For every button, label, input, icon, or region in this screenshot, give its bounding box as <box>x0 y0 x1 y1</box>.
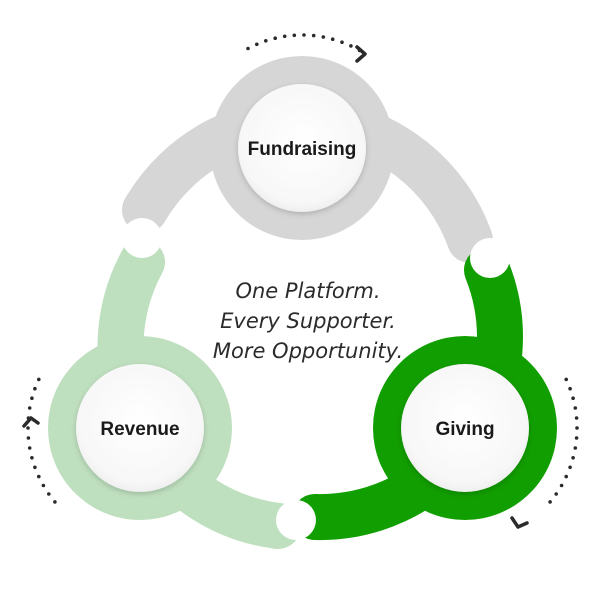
rotation-dot <box>264 39 268 43</box>
rotation-dot <box>246 46 250 51</box>
rotation-dot <box>564 377 568 382</box>
rotation-dot <box>574 436 579 440</box>
chevron-right-icon <box>355 45 367 63</box>
rotation-dot <box>33 465 37 470</box>
rotation-dots-left <box>26 377 57 504</box>
rotation-dot <box>27 446 32 450</box>
revenue-disc <box>76 364 204 492</box>
rotation-dot <box>559 483 564 488</box>
rotation-dot <box>30 396 34 401</box>
rotation-dot <box>571 396 575 401</box>
tagline-line-1: One Platform. <box>235 279 380 303</box>
rotation-dot <box>292 33 297 38</box>
rotation-dot <box>564 474 568 479</box>
rotation-dot <box>26 436 31 440</box>
revenue-label: Revenue <box>100 419 179 440</box>
rotation-dot <box>573 406 578 410</box>
tagline-line-3: More Opportunity. <box>213 339 403 363</box>
giving-label: Giving <box>435 419 494 440</box>
rotation-dot <box>30 456 34 460</box>
chevron-up-icon <box>22 416 40 428</box>
rotation-dot <box>311 33 316 38</box>
rotation-dot <box>575 426 579 430</box>
rotation-dot <box>571 456 575 460</box>
rotation-dot <box>33 386 37 391</box>
rotation-dot <box>349 44 353 48</box>
rotation-dot <box>37 474 41 479</box>
notch-bottom <box>276 500 316 540</box>
rotation-dot <box>340 40 344 44</box>
rotation-dot <box>254 42 259 47</box>
giving-disc <box>401 364 529 492</box>
rotation-dot <box>573 446 578 450</box>
tagline: One Platform. Every Supporter. More Oppo… <box>213 279 403 363</box>
rotation-dots-top <box>246 33 362 53</box>
fundraising-label: Fundraising <box>248 139 357 160</box>
rotation-dots-right <box>548 377 579 504</box>
rotation-dot <box>41 483 46 488</box>
rotation-dot <box>47 492 51 496</box>
rotation-dot <box>53 500 57 504</box>
rotation-dot <box>548 500 552 504</box>
rotation-dot <box>37 377 41 382</box>
rotation-dot <box>574 416 579 420</box>
rotation-dot <box>554 492 558 496</box>
tagline-line-2: Every Supporter. <box>220 309 396 333</box>
rotation-dot <box>302 33 306 37</box>
chevron-down-left-icon <box>510 516 529 529</box>
fundraising-disc <box>238 84 366 212</box>
notch-top-left <box>122 218 162 258</box>
rotation-dot <box>282 34 287 39</box>
rotation-dot <box>321 35 326 39</box>
rotation-dot <box>27 406 32 410</box>
notch-right <box>470 238 510 278</box>
rotation-dot <box>330 37 335 41</box>
rotation-dot <box>568 386 572 391</box>
rotation-dot <box>273 36 278 40</box>
rotation-dot <box>26 426 30 430</box>
rotation-dot <box>568 465 572 470</box>
